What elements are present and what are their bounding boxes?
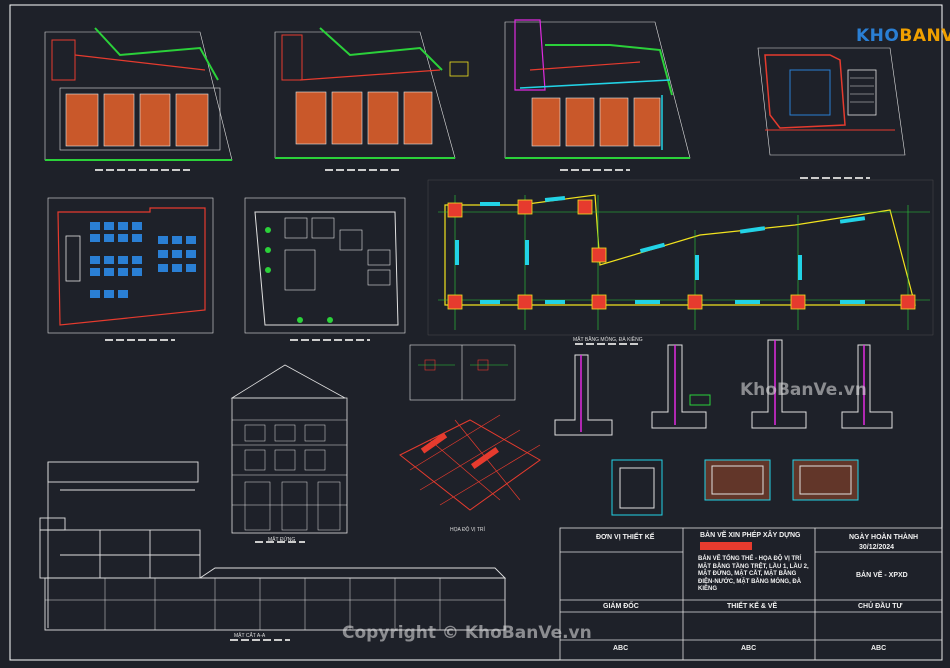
floor-plan-mep <box>504 19 691 171</box>
signature-director: ABC <box>613 645 629 652</box>
sheet-frame <box>9 4 943 661</box>
design-unit-label: ĐƠN VỊ THIẾT KẾ <box>596 534 655 541</box>
watermark-bottom: Copyright © KhoBanVe.vn <box>342 623 592 643</box>
section-aa <box>39 461 507 641</box>
date-label: NGÀY HOÀN THÀNH <box>849 534 919 541</box>
floor-plan-ground <box>44 27 233 171</box>
location-label: HỌA ĐỘ VỊ TRÍ <box>450 527 485 533</box>
floor-plan-level-1 <box>274 27 469 171</box>
foundation-plan-label: MẶT BẰNG MÓNG, ĐÀ KIỀNG <box>573 337 643 343</box>
tank-details <box>611 459 859 516</box>
drawing-code: BẢN VẼ - XPXD <box>856 572 908 579</box>
khobanve-logo[interactable]: KHOBANVE <box>852 16 950 52</box>
logo-text: KHOBANVE <box>856 26 950 46</box>
foundation-plan <box>427 179 934 345</box>
drawing-description: BẢN VẼ TỔNG THỂ - HỌA ĐỘ VỊ TRÍ MẶT BẰNG… <box>698 556 809 592</box>
watermark-right: KhoBanVe.vn <box>740 380 867 400</box>
facade-label: MẶT ĐỨNG <box>268 537 296 543</box>
floor-plan-restrooms <box>244 197 406 341</box>
front-elevation <box>230 364 348 543</box>
owner-label: CHỦ ĐẦU TƯ <box>858 603 903 610</box>
floor-plan-level-2 <box>757 47 906 179</box>
title-block <box>559 527 943 661</box>
signature-owner: ABC <box>871 645 887 652</box>
section-label: MẶT CẮT A-A <box>234 633 266 639</box>
project-label: BẢN VẼ XIN PHÉP XÂY DỰNG <box>700 532 801 539</box>
date-value: 30/12/2024 <box>859 544 895 551</box>
detail-legend <box>409 344 516 401</box>
location-sketch <box>399 414 541 511</box>
director-label: GIÁM ĐỐC <box>603 603 639 610</box>
signature-designer: ABC <box>741 645 757 652</box>
designer-label: THIẾT KẾ & VẼ <box>727 603 778 610</box>
footing-details <box>554 339 893 436</box>
floor-plan-classroom <box>47 197 214 341</box>
